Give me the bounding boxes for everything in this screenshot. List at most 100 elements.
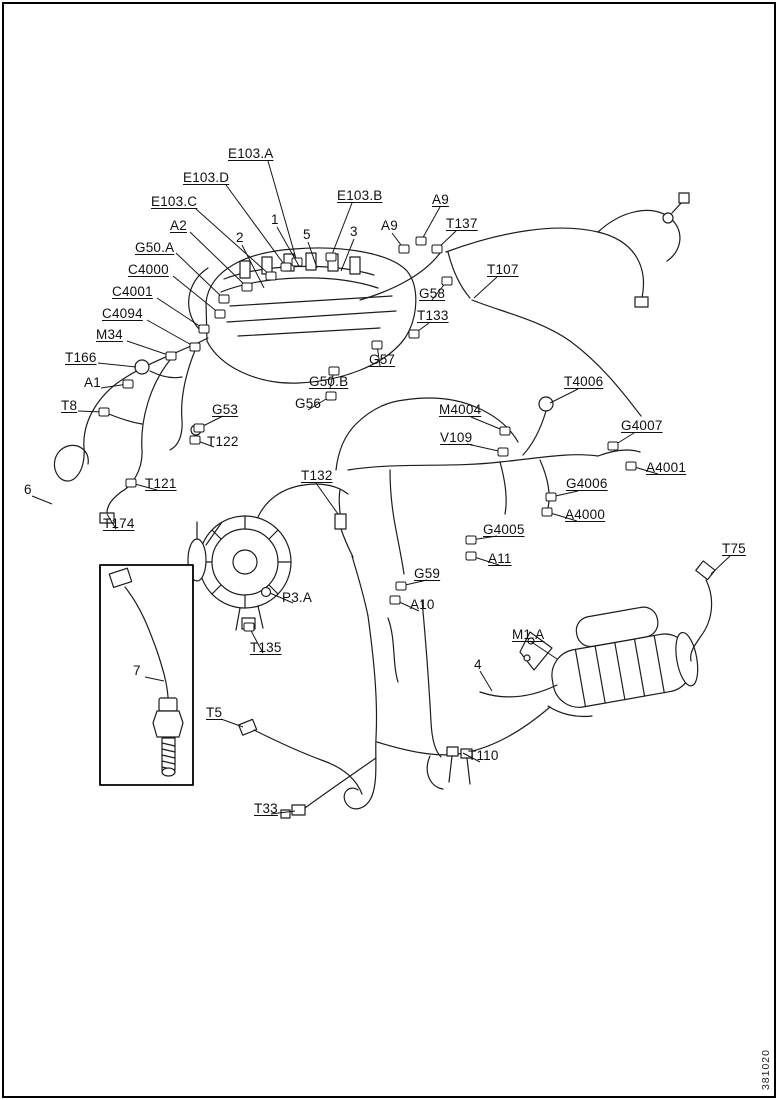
o2-sensor-group [445,192,690,417]
connector-marker-g50b [328,366,340,376]
callout-g58: G58 [419,286,446,301]
connector-marker-t135 [243,622,255,632]
connector-marker-a4000 [541,507,553,517]
callout-a4000: A4000 [565,507,606,522]
connector-marker-t8 [98,407,110,417]
callout-e103b: E103.B [337,188,383,203]
connector-marker-c4094 [189,342,201,352]
connector-marker-e103b [325,252,337,262]
leader-num4 [479,670,493,692]
connector-marker-a9b [398,244,410,254]
leader-num7 [144,676,165,682]
callout-num4: 4 [474,657,482,672]
starter-group [519,560,716,718]
figure-code: 381020 [760,1048,772,1090]
callout-m1a: M1.A [512,627,545,642]
leader-num1 [276,226,300,267]
connector-marker-t133 [408,329,420,339]
callout-t121: T121 [145,476,177,491]
leader-t174 [106,513,117,530]
callout-t122: T122 [207,434,239,449]
leader-c4000 [172,275,221,315]
connector-marker-v109 [497,447,509,457]
callout-num3: 3 [350,224,358,239]
connector-marker-c4001 [198,324,210,334]
callout-a2: A2 [170,218,187,233]
callout-a1: A1 [84,375,101,390]
callout-g56: G56 [295,396,322,411]
callout-g4007: G4007 [621,418,663,433]
alternator-group [187,483,349,631]
connector-marker-m4004 [499,426,511,436]
connector-marker-g50a [218,294,230,304]
connector-marker-e103c [265,271,277,281]
callout-num5: 5 [303,227,311,242]
leader-e103b [330,202,353,258]
sensor7-box-group [99,564,194,786]
callout-e103c: E103.C [151,194,198,209]
connector-marker-g53 [193,423,205,433]
callout-e103a: E103.A [228,146,274,161]
callout-e103d: E103.D [183,170,230,185]
callout-g59: G59 [414,566,441,581]
leader-a2 [189,231,248,288]
leader-num5 [307,241,318,269]
callout-t33: T33 [254,801,278,816]
callout-c4094: C4094 [102,306,143,321]
callout-g50a: G50.A [135,240,175,255]
connector-marker-g58 [441,276,453,286]
connector-marker-a11 [465,551,477,561]
connector-marker-g57 [371,340,383,350]
leader-e103a [267,160,298,263]
leader-c4001 [156,297,205,330]
leader-t110 [462,752,481,763]
leader-t5 [220,718,244,728]
callout-m4004: M4004 [439,402,482,417]
leader-t132 [315,482,339,515]
callout-t166: T166 [65,350,97,365]
leader-t33 [270,810,296,815]
callout-num1: 1 [271,212,279,227]
callout-m34: M34 [96,327,123,342]
callout-c4000: C4000 [128,262,169,277]
leader-m4004 [470,416,506,432]
callout-a11: A11 [488,551,512,566]
callout-num2: 2 [236,230,244,245]
connector-marker-a2 [241,282,253,292]
connector-marker-g4006 [545,492,557,502]
connector-marker-a9 [415,236,427,246]
leader-t107 [473,276,498,299]
connector-marker-a10 [389,595,401,605]
callout-g4006: G4006 [566,476,608,491]
callout-a9: A9 [432,192,449,207]
callout-t132: T132 [301,468,333,483]
leader-p3a [269,592,294,604]
connector-marker-g56 [325,391,337,401]
leader-e103d [225,184,287,268]
leader-num6 [31,495,53,505]
connector-marker-c4000 [214,309,226,319]
callout-num6: 6 [24,482,32,497]
leader-t4006 [549,388,579,404]
connector-marker-g4005 [465,535,477,545]
leader-v109 [466,443,504,453]
leader-g50a [175,252,225,300]
callout-c4001: C4001 [112,284,153,299]
callout-g4005: G4005 [483,522,525,537]
callout-v109: V109 [440,430,473,445]
callout-a9b: A9 [381,218,398,233]
callout-t110: T110 [468,748,499,763]
callout-p3a: P3.A [282,590,313,605]
callout-a4001: A4001 [646,460,687,475]
connector-marker-t121 [125,478,137,488]
connector-marker-t122 [189,435,201,445]
callout-t4006: T4006 [564,374,604,389]
callout-t75: T75 [722,541,746,556]
callout-g53: G53 [212,402,239,417]
callout-t135: T135 [250,640,282,655]
leader-m34 [126,340,172,357]
callout-t133: T133 [417,308,449,323]
leader-c4094 [146,319,196,348]
